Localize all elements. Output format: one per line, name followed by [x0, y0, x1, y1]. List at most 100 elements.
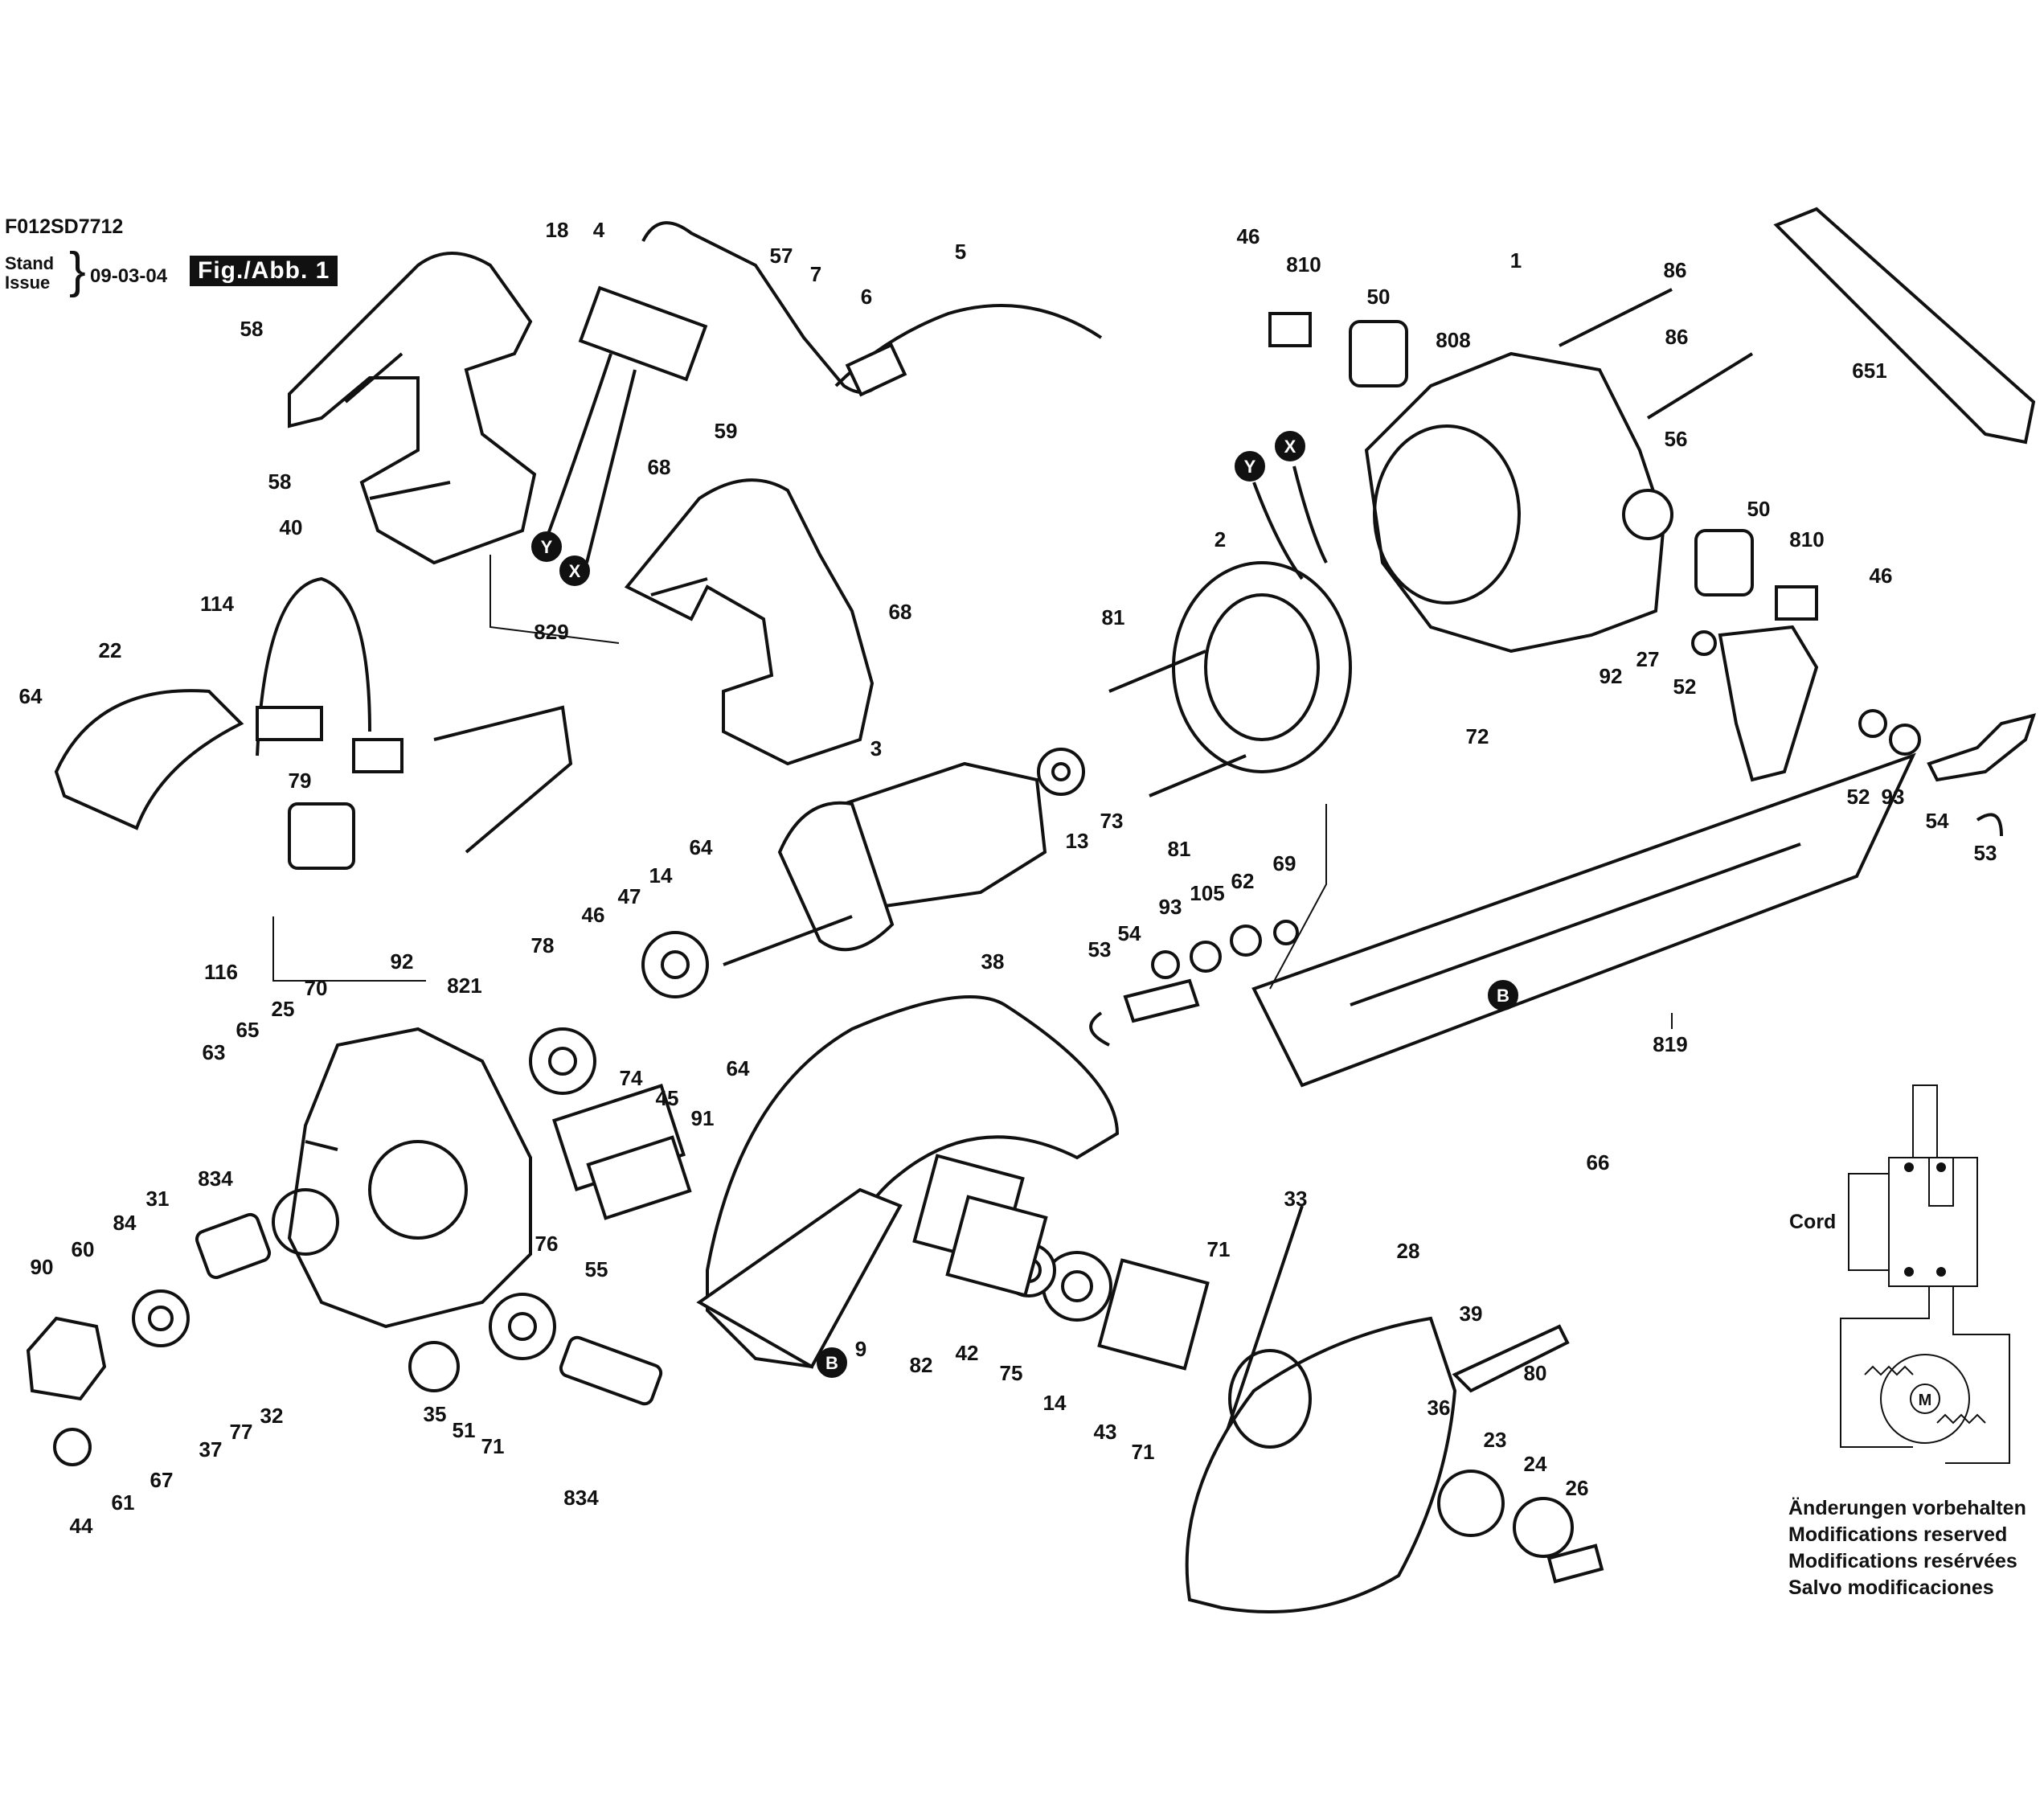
- modification-notes: Änderungen vorbehalten Modifications res…: [1788, 1495, 2026, 1601]
- base-plate: [1251, 752, 1916, 1088]
- part-number-label: 808: [1436, 328, 1470, 352]
- part-number-label: 27: [1636, 647, 1660, 671]
- upper-blade-guard: [696, 995, 1120, 1369]
- bevel-bracket: [1718, 625, 2037, 782]
- cord-label: Cord: [1789, 1211, 1837, 1233]
- part-number-label: 51: [453, 1418, 476, 1442]
- part-number-label: 53: [1974, 841, 1997, 865]
- part-number-label: 14: [649, 863, 673, 888]
- note-es: Salvo modificaciones: [1788, 1576, 1994, 1599]
- part-number-label: 5: [955, 240, 966, 264]
- part-number-label: 84: [113, 1211, 137, 1235]
- part-number-label: 28: [1397, 1239, 1420, 1263]
- part-number-label: 67: [150, 1468, 174, 1492]
- part-number-label: 43: [1094, 1420, 1117, 1444]
- guard-lever: [1452, 1324, 1570, 1393]
- note-de: Änderungen vorbehalten: [1788, 1497, 2026, 1519]
- part-number-label: 651: [1852, 359, 1886, 383]
- document-code: F012SD7712: [5, 215, 124, 238]
- part-number-label: 50: [1367, 285, 1391, 309]
- armature: [723, 761, 1047, 966]
- part-number-label: 26: [1566, 1476, 1589, 1500]
- part-number-label: 63: [203, 1040, 226, 1064]
- part-number-label: 70: [305, 976, 328, 1000]
- part-number-label: 46: [582, 903, 605, 927]
- part-number-label: 54: [1118, 921, 1141, 945]
- part-number-label: 64: [19, 684, 43, 708]
- part-number-label: 76: [535, 1232, 559, 1256]
- part-number-label: 35: [424, 1402, 447, 1426]
- part-number-label: 810: [1286, 252, 1321, 277]
- part-number-label: 37: [199, 1437, 223, 1461]
- callout-y-right: Y: [1244, 457, 1256, 477]
- callout-x-left: X: [569, 561, 581, 581]
- part-number-label: 18: [546, 218, 569, 242]
- part-number-label: 71: [1132, 1440, 1155, 1464]
- wiring-schematic: M: [1840, 1084, 2010, 1464]
- part-number-label: 47: [618, 884, 641, 908]
- part-number-label: 33: [1284, 1187, 1308, 1211]
- part-number-label: 2: [1215, 527, 1226, 551]
- part-number-label: 36: [1428, 1396, 1451, 1420]
- spindle-parts: [26, 1212, 663, 1466]
- long-screws: [1108, 288, 1754, 797]
- part-number-label: 52: [1673, 674, 1697, 699]
- part-number-label: 821: [447, 974, 481, 998]
- part-number-label: 78: [531, 933, 555, 957]
- part-number-label: 68: [648, 455, 671, 479]
- handle-half-left: [288, 252, 537, 565]
- part-number-label: 86: [1664, 258, 1687, 282]
- part-number-label: 92: [1600, 664, 1623, 688]
- part-number-label: 77: [230, 1420, 253, 1444]
- part-number-label: 53: [1088, 937, 1112, 961]
- part-number-label: 829: [534, 620, 568, 644]
- clips-washers: [305, 630, 2003, 1151]
- part-number-label: 72: [1466, 724, 1489, 748]
- part-number-label: 57: [770, 244, 793, 268]
- motor-symbol: M: [1919, 1392, 1932, 1409]
- rip-fence-parts: [54, 576, 573, 870]
- note-en: Modifications reserved: [1788, 1523, 2008, 1546]
- part-number-label: 23: [1484, 1428, 1507, 1452]
- part-number-label: 6: [861, 285, 872, 309]
- part-number-label: 93: [1882, 785, 1905, 809]
- blade-flanges: [1437, 1470, 1604, 1584]
- part-number-label: 834: [198, 1166, 233, 1191]
- part-number-label: 86: [1665, 325, 1689, 349]
- part-number-label: 45: [656, 1086, 679, 1110]
- part-number-label: 58: [268, 469, 292, 494]
- part-number-label: 44: [70, 1514, 93, 1538]
- part-number-label: 819: [1653, 1032, 1687, 1056]
- part-number-label: 64: [690, 835, 713, 859]
- callout-b-base: B: [1497, 986, 1509, 1006]
- part-number-label: 60: [72, 1237, 95, 1261]
- part-number-label: 46: [1870, 564, 1893, 588]
- part-number-label: 68: [889, 600, 912, 624]
- part-number-label: 71: [481, 1434, 505, 1458]
- brush-holders: [1268, 312, 1818, 621]
- part-number-label: 62: [1231, 869, 1255, 893]
- part-number-label: 90: [31, 1255, 54, 1279]
- issue-date: 09-03-04: [90, 265, 168, 287]
- part-number-label: 91: [691, 1106, 715, 1130]
- part-number-label: 55: [585, 1257, 608, 1281]
- lower-blade-guard: [1185, 1316, 1457, 1613]
- field-coil: [1172, 465, 1352, 773]
- part-number-label: 114: [200, 592, 234, 616]
- part-number-label: 92: [391, 949, 414, 974]
- part-number-label: 39: [1460, 1302, 1483, 1326]
- part-number-label: 50: [1747, 497, 1771, 521]
- part-number-label: 1: [1510, 248, 1522, 273]
- issue-label: Issue: [5, 273, 51, 293]
- part-number-label: 56: [1665, 427, 1688, 451]
- part-number-label: 38: [981, 949, 1005, 974]
- part-number-label: 59: [715, 419, 738, 443]
- power-cord: [834, 304, 1103, 397]
- part-number-label: 54: [1926, 809, 1949, 833]
- part-number-label: 810: [1789, 527, 1824, 551]
- callout-b-guard: B: [825, 1353, 838, 1373]
- part-number-label: 46: [1237, 224, 1260, 248]
